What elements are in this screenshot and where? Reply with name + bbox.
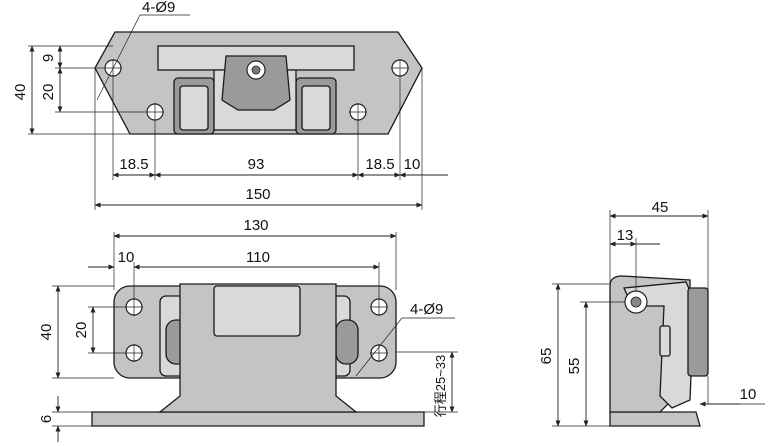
dim-130: 130 bbox=[243, 217, 268, 234]
dim-6: 6 bbox=[38, 415, 55, 423]
front-hole-leader bbox=[355, 317, 455, 377]
front-post bbox=[158, 283, 358, 413]
dim-13: 13 bbox=[617, 227, 634, 244]
side-base bbox=[609, 411, 701, 427]
dim-18-5-right: 18.5 bbox=[365, 156, 394, 173]
dim-10-front: 10 bbox=[118, 249, 135, 266]
dim-40-top: 40 bbox=[12, 84, 29, 101]
dim-9: 9 bbox=[40, 54, 57, 62]
dim-93: 93 bbox=[248, 156, 265, 173]
front-hole-callout: 4-Ø9 bbox=[410, 301, 443, 318]
top-hole-callout: 4-Ø9 bbox=[142, 0, 175, 16]
dim-150: 150 bbox=[245, 186, 270, 203]
dim-45: 45 bbox=[652, 199, 669, 216]
front-base bbox=[91, 411, 425, 427]
front-view: 130 10 110 40 20 6 4-Ø9 行程25~33 bbox=[38, 217, 458, 442]
dim-55: 55 bbox=[566, 358, 583, 375]
side-roller bbox=[659, 325, 671, 357]
dim-65: 65 bbox=[538, 348, 555, 365]
dim-18-5-left: 18.5 bbox=[119, 156, 148, 173]
side-pivot-pin bbox=[630, 296, 642, 308]
latch-pivot-pin bbox=[251, 65, 261, 75]
top-view: 4-Ø9 40 9 20 18.5 93 18.5 10 bbox=[12, 0, 448, 210]
side-view: 45 13 65 55 10 bbox=[538, 199, 765, 427]
side-strike-plate bbox=[687, 287, 709, 377]
dim-20-front: 20 bbox=[73, 322, 90, 339]
dim-110: 110 bbox=[246, 249, 270, 266]
dim-10-top: 10 bbox=[404, 156, 421, 173]
top-hole-leader bbox=[96, 14, 190, 101]
front-hook-window bbox=[213, 285, 301, 337]
left-roller-face bbox=[179, 85, 209, 131]
stroke-label: 行程25~33 bbox=[433, 355, 448, 418]
latch-hook bbox=[221, 55, 291, 111]
dim-10-side: 10 bbox=[740, 386, 757, 403]
front-right-spring bbox=[335, 319, 359, 365]
dim-40-front: 40 bbox=[38, 324, 55, 341]
dim-20-top: 20 bbox=[40, 84, 57, 101]
right-roller-face bbox=[301, 85, 331, 131]
